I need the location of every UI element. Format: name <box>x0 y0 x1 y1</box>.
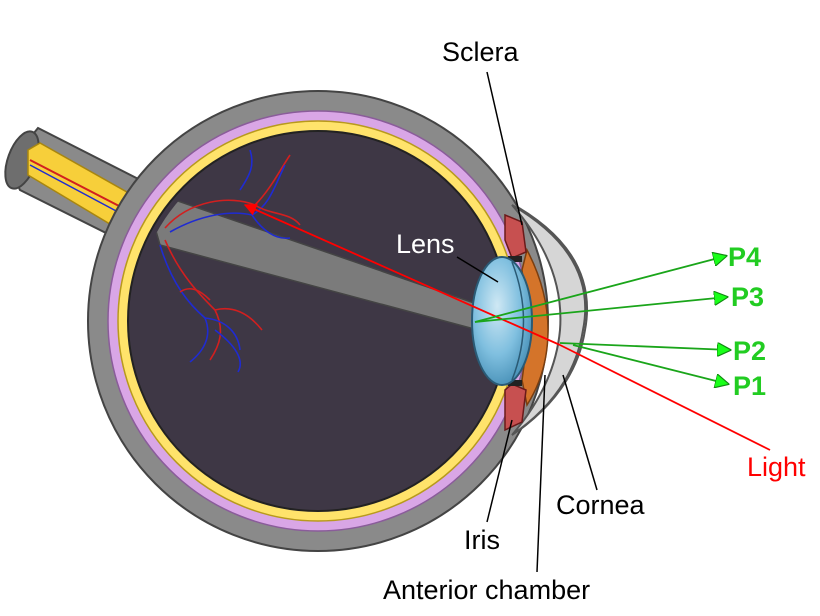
label-p3: P3 <box>731 282 764 312</box>
label-light: Light <box>747 452 806 482</box>
iris-upper <box>504 213 527 259</box>
reflection-ray-p3 <box>474 297 727 323</box>
anterior-chamber-leader <box>536 374 546 573</box>
label-cornea: Cornea <box>556 490 646 520</box>
label-iris: Iris <box>464 525 500 555</box>
light-ray-inner <box>243 203 561 346</box>
label-lens: Lens <box>396 229 455 259</box>
reflection-ray-p4 <box>474 256 726 323</box>
label-p1: P1 <box>733 371 766 401</box>
reflection-ray-p2 <box>559 342 730 350</box>
reflection-ray-p1 <box>572 344 728 384</box>
label-p4: P4 <box>728 242 761 272</box>
label-sclera: Sclera <box>442 37 520 67</box>
cornea-leader <box>562 374 598 491</box>
light-ray-outer <box>559 344 771 451</box>
lens-leader <box>456 256 499 283</box>
label-p2: P2 <box>733 336 766 366</box>
iris-leader <box>486 419 513 523</box>
sclera-leader <box>486 71 523 226</box>
label-anterior-chamber: Anterior chamber <box>383 575 590 605</box>
lens <box>471 256 533 386</box>
